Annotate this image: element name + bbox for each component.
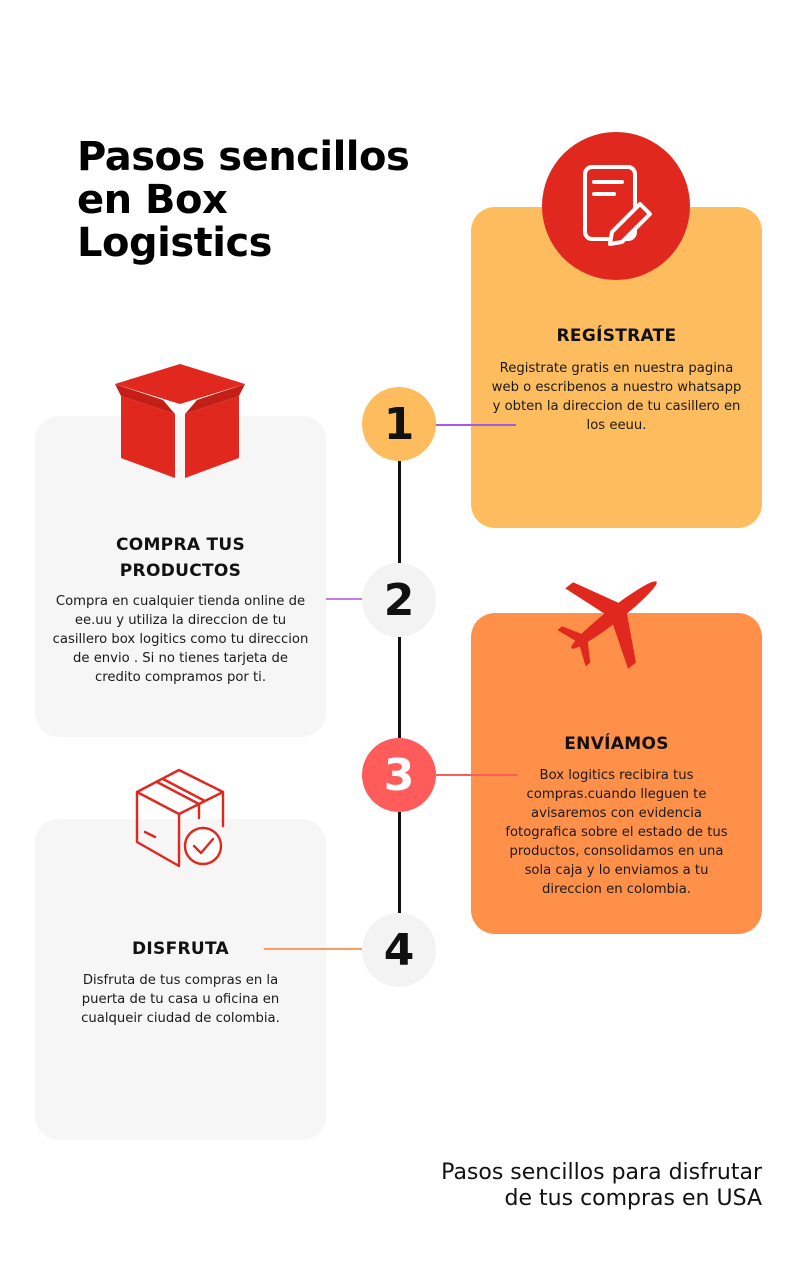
- page-title: Pasos sencillos en Box Logistics: [77, 136, 457, 265]
- timeline-segment-1: [398, 461, 401, 563]
- step-4-number: 4: [362, 913, 436, 987]
- airplane-icon: [557, 560, 670, 670]
- footer-line-1: Pasos sencillos para disfrutar: [441, 1160, 762, 1185]
- connector-4: [264, 948, 362, 950]
- step-3-card: [471, 613, 762, 934]
- timeline-segment-3: [398, 812, 401, 913]
- step-2-heading-line-2: PRODUCTOS: [119, 561, 242, 581]
- step-2-card: [35, 416, 326, 737]
- step-1-heading: REGÍSTRATE: [556, 326, 677, 346]
- open-box-icon: [113, 362, 247, 480]
- step-2-heading-line-1: COMPRA TUS: [115, 535, 246, 555]
- step-2-heading: COMPRA TUS PRODUCTOS: [35, 532, 326, 584]
- title-line-2: en Box: [77, 177, 228, 223]
- step-3-body: Box logitics recibira tus compras.cuando…: [505, 768, 728, 897]
- connector-1: [436, 424, 516, 426]
- step-1-number: 1: [362, 387, 436, 461]
- step-2-body: Compra en cualquier tienda online de ee.…: [52, 594, 309, 685]
- step-4-card: [35, 819, 326, 1140]
- title-line-3: Logistics: [77, 220, 272, 266]
- timeline-segment-2: [398, 637, 401, 738]
- step-1-body: Registrate gratis en nuestra pagina web …: [491, 361, 742, 433]
- step-4-heading: DISFRUTA: [131, 939, 230, 959]
- step-2-number: 2: [362, 563, 436, 637]
- footer-tagline: Pasos sencillos para disfrutar de tus co…: [342, 1160, 762, 1212]
- step-3-number: 3: [362, 738, 436, 812]
- box-check-icon: [133, 766, 227, 870]
- connector-3: [436, 774, 518, 776]
- connector-2: [326, 598, 362, 600]
- form-pencil-icon: [542, 132, 690, 280]
- step-4-body: Disfruta de tus compras en la puerta de …: [81, 973, 280, 1026]
- footer-line-2: de tus compras en USA: [504, 1186, 762, 1211]
- title-line-1: Pasos sencillos: [77, 134, 410, 180]
- step-3-heading: ENVÍAMOS: [564, 734, 669, 754]
